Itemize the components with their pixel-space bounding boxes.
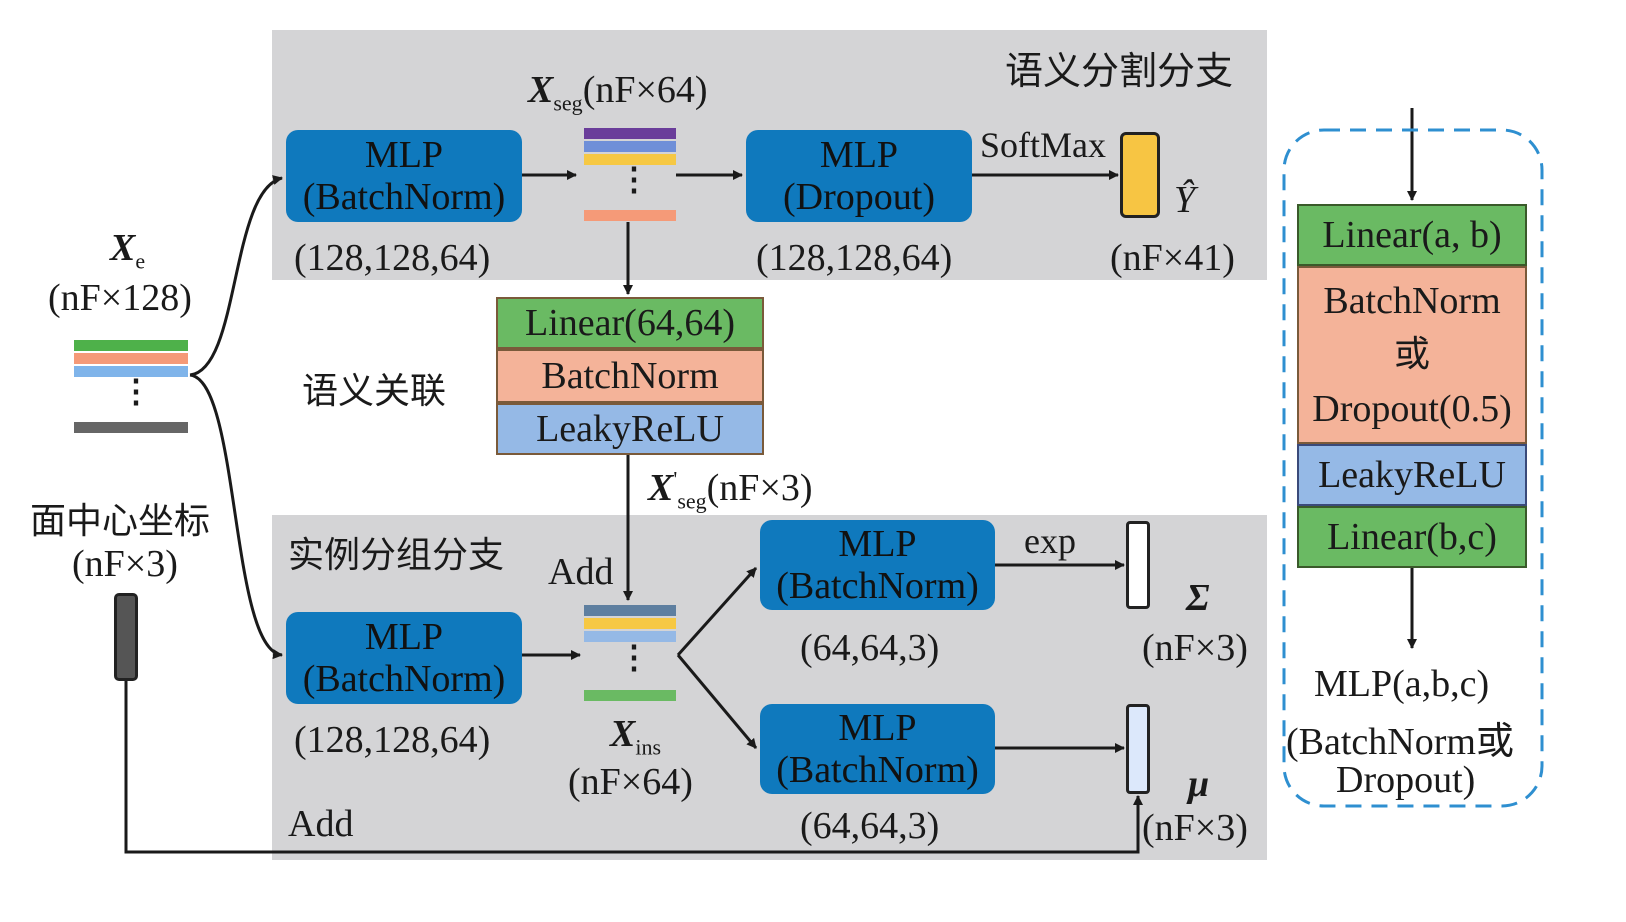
face-center-label: 面中心坐标 (30, 501, 211, 542)
legend-leakyrelu: LeakyReLU (1297, 444, 1527, 506)
yhat-output-bar (1120, 132, 1160, 218)
yhat-label: Ŷ (1174, 179, 1196, 221)
xseg-bar-blue (584, 141, 676, 152)
sigma-mlp-dims: (64,64,3) (800, 627, 940, 669)
legend-bn-or-dropout: BatchNorm 或 Dropout(0.5) (1297, 266, 1527, 444)
sigma-output-bar (1126, 521, 1150, 609)
xe-dims: (nF×128) (48, 277, 192, 319)
instance-branch-title: 实例分组分支 (288, 535, 505, 576)
xins-label: Xins (610, 713, 662, 760)
add-label-top: Add (548, 551, 614, 593)
sigma-dims: (nF×3) (1142, 627, 1248, 669)
xins-bar-yellow (584, 618, 676, 629)
mu-mlp-dims: (64,64,3) (800, 805, 940, 847)
xseg-bar-yellow (584, 154, 676, 165)
xe-label: Xe (110, 227, 146, 274)
xe-dots: ⋮ (120, 373, 152, 409)
seg-mlp-batchnorm: MLP (BatchNorm) (286, 130, 522, 222)
xseg-bar-salmon (584, 210, 676, 221)
xins-dots: ⋮ (618, 639, 650, 675)
assoc-batchnorm: BatchNorm (496, 349, 764, 403)
seg-mlp2-dims: (128,128,64) (756, 237, 953, 279)
seg-mlp1-dims: (128,128,64) (294, 237, 491, 279)
assoc-linear: Linear(64,64) (496, 297, 764, 349)
softmax-label: SoftMax (980, 125, 1106, 165)
yhat-dims: (nF×41) (1110, 237, 1235, 279)
xins-bar-blue (584, 631, 676, 642)
xins-bar-green (584, 690, 676, 701)
xe-bar-blue (74, 366, 188, 377)
face-center-bar (114, 593, 138, 681)
xseg-label: Xseg(nF×64) (528, 69, 708, 116)
mu-mlp-batchnorm: MLP (BatchNorm) (760, 704, 995, 794)
xins-dims: (nF×64) (568, 761, 693, 803)
arrow-xe-to-seg-mlp (189, 175, 283, 377)
legend-dashed-border (1282, 128, 1544, 808)
xseg-bar-purple (584, 128, 676, 139)
legend-linear-bc: Linear(b,c) (1297, 506, 1527, 568)
xseg-prime-label: X'seg(nF×3) (648, 466, 813, 514)
seg-mlp-dropout: MLP (Dropout) (746, 130, 972, 222)
xseg-dots: ⋮ (618, 161, 650, 197)
ins-mlp-batchnorm: MLP (BatchNorm) (286, 612, 522, 704)
mu-dims: (nF×3) (1142, 807, 1248, 849)
xe-bar-salmon (74, 353, 188, 364)
legend-linear-ab: Linear(a, b) (1297, 204, 1527, 266)
add-label-bottom: Add (288, 803, 354, 845)
sigma-label: Σ (1186, 577, 1210, 619)
sigma-mlp-batchnorm: MLP (BatchNorm) (760, 520, 995, 610)
legend-caption-1: MLP(a,b,c) (1314, 663, 1490, 705)
legend-caption-2: (BatchNorm或 (1286, 721, 1514, 763)
mu-output-bar (1126, 704, 1150, 794)
face-center-dims: (nF×3) (72, 543, 178, 585)
semantic-branch-title: 语义分割分支 (1005, 49, 1234, 93)
mu-label: μ (1188, 763, 1210, 805)
xe-bar-gray (74, 422, 188, 433)
assoc-leakyrelu: LeakyReLU (496, 403, 764, 455)
exp-label: exp (1024, 521, 1076, 561)
xins-bar-slate (584, 605, 676, 616)
legend-caption-3: Dropout) (1336, 759, 1476, 801)
xe-bar-green (74, 340, 188, 351)
ins-mlp1-dims: (128,128,64) (294, 719, 491, 761)
semantic-association-label: 语义关联 (302, 371, 447, 412)
arrow-xe-to-ins-mlp (189, 373, 283, 660)
